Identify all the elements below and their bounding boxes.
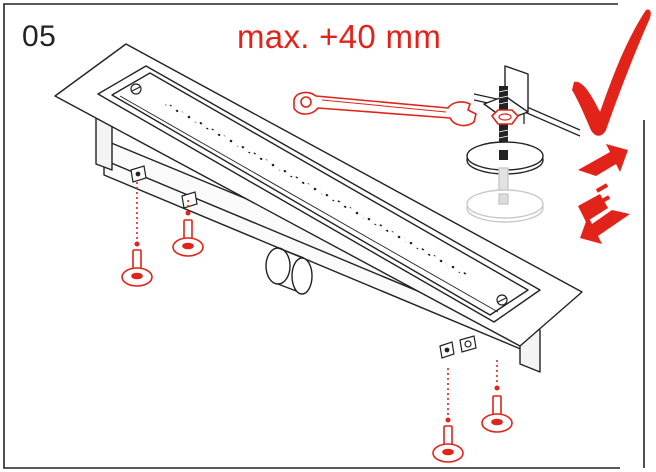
step-number: 05 [22, 20, 57, 53]
mounting-bracket-right-rear [459, 335, 477, 353]
mounting-bracket-left-rear [181, 191, 198, 209]
wrench-icon [293, 91, 477, 127]
checkmark-icon [572, 9, 651, 136]
mounting-bracket-right-front [439, 341, 455, 359]
adjustable-foot-1 [121, 182, 153, 287]
adjustable-foot-2 [172, 200, 204, 257]
mounting-bracket-left-front [130, 165, 147, 183]
rotate-arrows-icon [578, 144, 630, 244]
adjustable-foot-4 [481, 360, 513, 433]
adjustable-foot-3 [432, 368, 464, 463]
panel-border [3, 3, 620, 469]
detail-threaded-bolt [466, 86, 544, 175]
max-height-label: max. +40 mm [237, 18, 442, 55]
detail-ghost-position [466, 167, 544, 223]
grate-slot-row [165, 102, 469, 278]
